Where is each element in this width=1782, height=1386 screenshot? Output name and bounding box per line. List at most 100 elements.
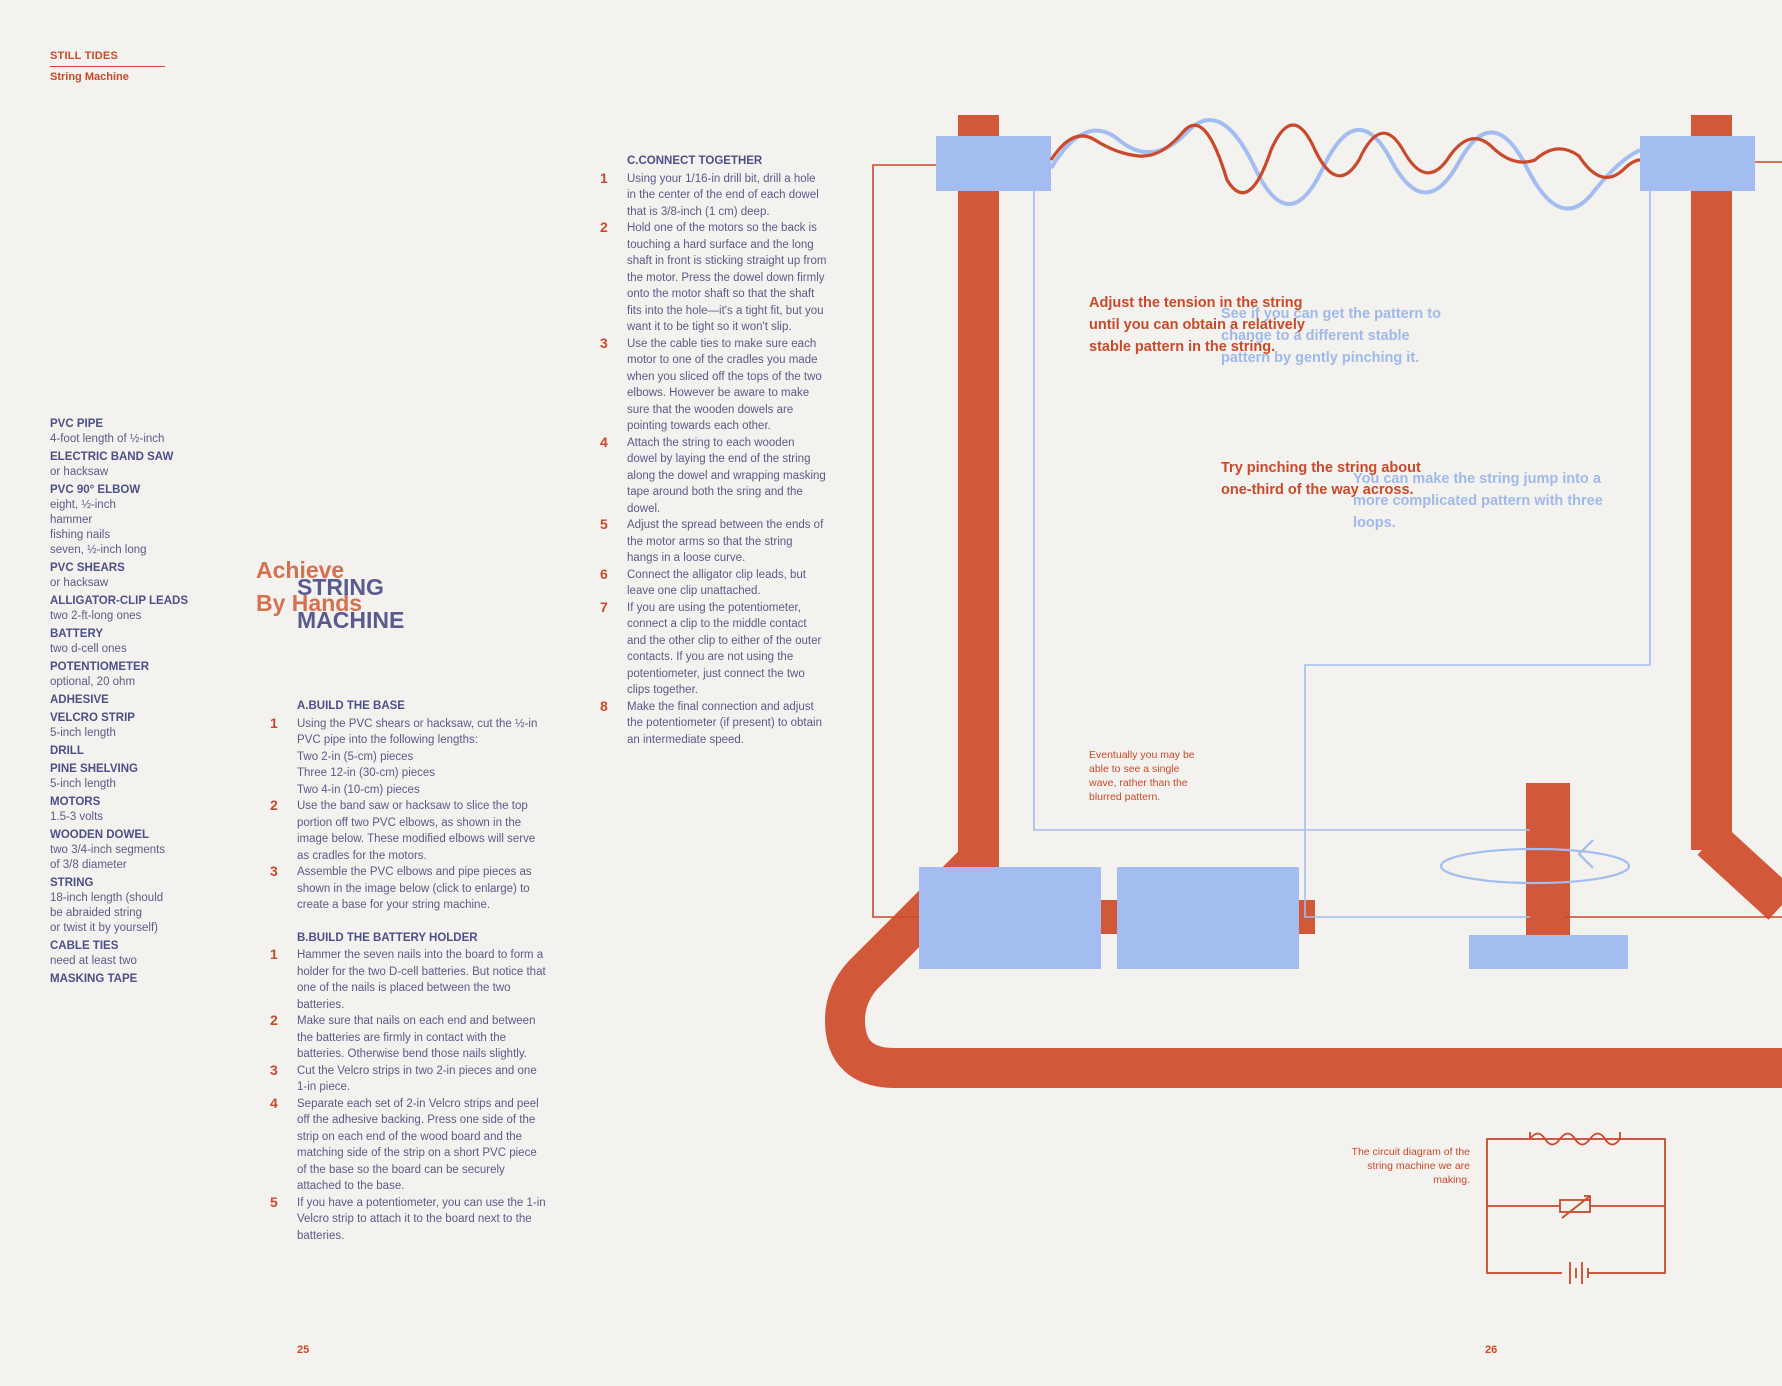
material-detail: two 3/4-inch segments (50, 844, 166, 856)
step-text: Using your 1/16-in drill bit, drill a ho… (627, 172, 819, 218)
step-number: 1 (270, 946, 278, 962)
step-extra-line: Two 2-in (5-cm) pieces (297, 750, 414, 763)
rotation-arrow-icon (1439, 839, 1631, 885)
annotation-single-wave: Eventually you may be able to see a sing… (1089, 749, 1195, 803)
pvc-frame (958, 115, 1732, 934)
material-detail: or hacksaw (50, 466, 109, 478)
annotation-circuit: The circuit diagram of the string machin… (1351, 1146, 1470, 1186)
steps-c: 1 Using your 1/16-in drill bit, drill a h… (600, 170, 827, 749)
title-line: By Hands (256, 590, 363, 616)
step-number: 6 (600, 565, 608, 582)
material-name: MASKING TAPE (50, 973, 138, 985)
material-detail: 5-inch length (50, 727, 116, 739)
step-item: 3 Assemble the PVC elbows and pipe pieces… (270, 863, 547, 914)
step-item: 8 Make the final connection and adjust th… (600, 698, 827, 749)
step-text: Use the cable ties to make sure each mot… (627, 337, 822, 433)
title-line: Achieve (256, 557, 345, 583)
step-number: 4 (600, 433, 608, 450)
annotation-pinch: Try pinching the string about one-third … (1221, 460, 1421, 498)
material-detail: 18-inch length (should (50, 892, 164, 904)
header-rule (50, 66, 165, 67)
running-subtitle: String Machine (50, 71, 129, 83)
material-detail: fishing nails (50, 529, 111, 541)
material-detail: 4-foot length of ½-inch (50, 433, 165, 445)
material-name: WOODEN DOWEL (50, 829, 150, 841)
step-item: 1 Using your 1/16-in drill bit, drill a h… (600, 170, 827, 221)
material-detail: two d-cell ones (50, 643, 127, 655)
step-number: 2 (270, 797, 278, 813)
material-detail: or hacksaw (50, 577, 109, 589)
material-detail: eight, ½-inch (50, 499, 116, 511)
step-extra-line: Two 4-in (10-cm) pieces (297, 783, 420, 796)
step-number: 8 (600, 697, 608, 714)
material-name: DRILL (50, 745, 84, 757)
step-text: Attach the string to each wooden dowel b… (627, 436, 826, 515)
step-number: 5 (600, 516, 608, 532)
section-heading: A.BUILD THE BASE (297, 700, 405, 712)
step-number: 3 (270, 1061, 278, 1078)
material-name: ADHESIVE (50, 694, 109, 706)
step-text: Hold one of the motors so the back is to… (627, 222, 827, 333)
string-wave-red (1049, 123, 1641, 195)
material-name: STRING (50, 877, 94, 889)
material-name: ELECTRIC BAND SAW (50, 451, 174, 463)
title-string-machine: STRING MACHINE (297, 571, 404, 637)
section-heading: B.BUILD THE BATTERY HOLDER (297, 931, 478, 944)
material-detail: hammer (50, 514, 93, 526)
circuit-diagram (1486, 1132, 1666, 1284)
step-text: If you are using the potentiometer, conn… (627, 601, 822, 697)
material-name: MOTORS (50, 796, 101, 808)
pvc-base-loop (825, 845, 1782, 1088)
step-number: 3 (270, 863, 278, 879)
material-name: PVC 90° ELBOW (50, 484, 141, 496)
material-name: CABLE TIES (50, 940, 119, 952)
step-number: 2 (270, 1012, 278, 1028)
step-text: If you have a potentiometer, you can use… (297, 1196, 546, 1242)
annotation-jump: You can make the string jump into a more… (1353, 471, 1603, 531)
material-detail: be abraided string (50, 907, 143, 919)
material-name: VELCRO STRIP (50, 712, 135, 724)
running-title: STILL TIDES (50, 50, 119, 62)
step-number: 1 (600, 169, 608, 186)
material-detail: 1.5-3 volts (50, 811, 104, 823)
step-text: Assemble the PVC elbows and pipe pieces … (297, 866, 532, 911)
pvc-right-leg (1697, 825, 1782, 920)
step-text: Using the PVC shears or hacksaw, cut the… (297, 717, 538, 747)
step-item: 3 Cut the Velcro strips in two 2-in piece… (270, 1062, 547, 1096)
annotation-pattern: See if you can get the pattern to change… (1221, 306, 1441, 366)
step-item: 4 Attach the string to each wooden dowel … (600, 434, 827, 518)
page-number-right: 26 (1485, 1344, 1498, 1356)
annotation-tension: Adjust the tension in the string until y… (1089, 295, 1305, 355)
step-text: Make the final connection and adjust the… (627, 700, 822, 746)
motor-blocks (919, 136, 1755, 969)
wires (872, 161, 1782, 918)
material-detail: of 3/8 diameter (50, 859, 127, 871)
page-number-left: 25 (297, 1344, 310, 1356)
step-extra-line: Three 12-in (30-cm) pieces (297, 767, 436, 779)
step-number: 4 (270, 1094, 278, 1111)
step-item: 2 Make sure that nails on each end and be… (270, 1012, 547, 1063)
material-detail: need at least two (50, 955, 137, 967)
material-detail: 5-inch length (50, 778, 116, 790)
step-number: 3 (600, 334, 608, 351)
step-text: Cut the Velcro strips in two 2-in pieces… (297, 1064, 537, 1094)
material-name: PVC SHEARS (50, 562, 125, 574)
step-text: Separate each set of 2-in Velcro strips … (297, 1097, 539, 1193)
material-detail: optional, 20 ohm (50, 676, 136, 688)
material-name: BATTERY (50, 628, 104, 640)
material-name: PINE SHELVING (50, 763, 138, 775)
step-text: Hammer the seven nails into the board to… (297, 949, 546, 1011)
step-number: 2 (600, 219, 608, 235)
step-item: 1 Hammer the seven nails into the board t… (270, 946, 547, 1013)
material-name: PVC PIPE (50, 418, 104, 430)
title-line: MACHINE (297, 607, 405, 633)
step-text: Make sure that nails on each end and bet… (297, 1015, 536, 1060)
